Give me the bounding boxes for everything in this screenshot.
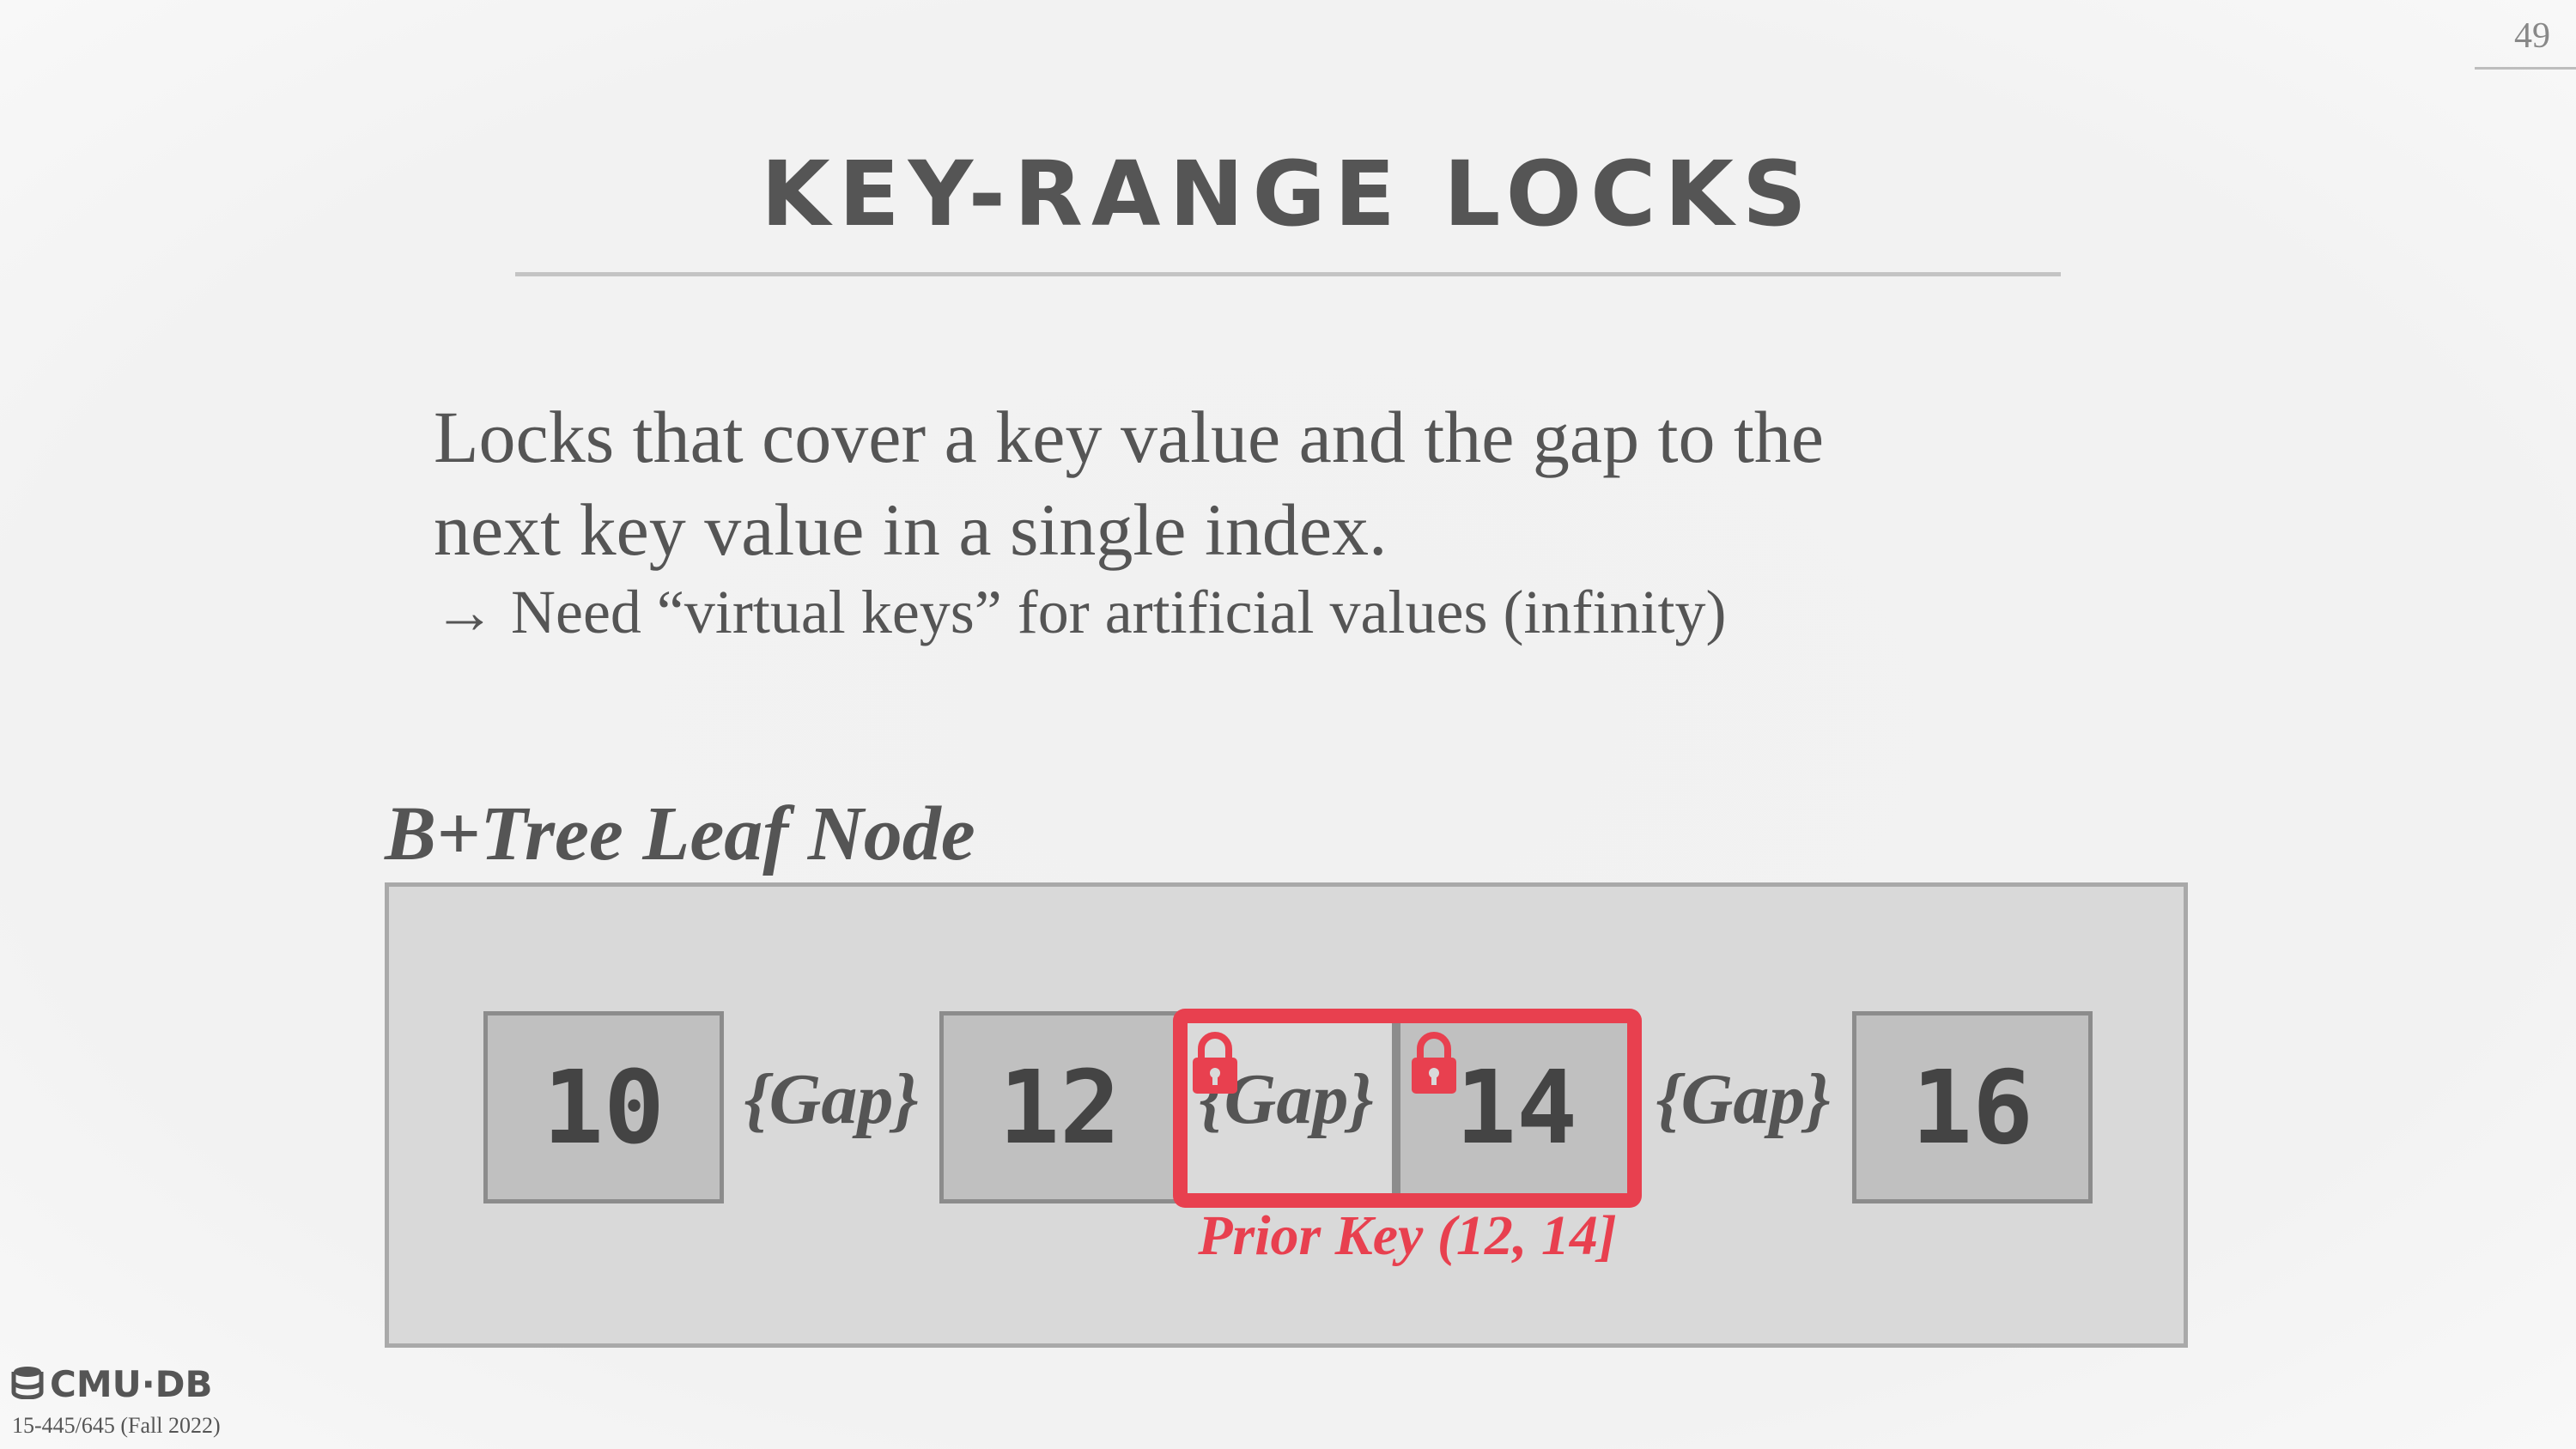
course-label: 15-445/645 (Fall 2022) [12,1413,221,1438]
lock-icon [1408,1028,1460,1097]
body-line-1: Locks that cover a key value and the gap… [434,396,1825,478]
body-text: Locks that cover a key value and the gap… [434,391,2151,576]
key-range-lock-box [1173,1009,1642,1208]
diagram-label: B+Tree Leaf Node [385,791,975,876]
logo-text: CMU·DB [50,1363,213,1405]
slide-title: KEY-RANGE LOCKS [761,142,1815,246]
gap-label-3: {Gap} [1656,1059,1831,1139]
key-box-10: 10 [483,1011,724,1203]
key-box-14: 14 [1396,1011,1637,1203]
lock-icon [1189,1028,1241,1097]
cmu-db-logo: CMU·DB [10,1363,213,1405]
title-underline [515,272,2061,276]
page-number: 49 [2514,16,2550,56]
lock-caption: Prior Key (12, 14] [1198,1204,1617,1267]
body-line-2: next key value in a single index. [434,488,1388,571]
key-box-12: 12 [939,1011,1180,1203]
gap-label-1: {Gap} [744,1059,919,1139]
key-box-16: 16 [1852,1011,2093,1203]
database-icon [10,1365,45,1404]
sub-bullet: → Need “virtual keys” for artificial val… [434,578,1727,646]
page-number-rule [2475,67,2576,70]
